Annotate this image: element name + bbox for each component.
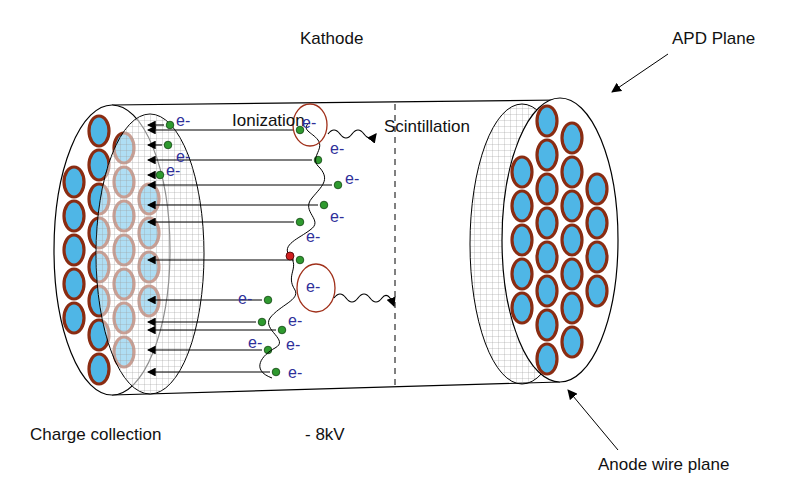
electron-label: e- <box>345 170 359 188</box>
electron-label: e- <box>306 278 320 296</box>
part-label: Scintillation <box>384 118 470 137</box>
part-label: Kathode <box>300 30 363 49</box>
electron-label: e- <box>288 364 302 382</box>
electron-label: e- <box>238 290 252 308</box>
electron-label: e- <box>330 208 344 226</box>
electron-label: e- <box>302 114 316 132</box>
part-label: Charge collection <box>30 426 161 445</box>
electron-label: e- <box>288 312 302 330</box>
part-label: APD Plane <box>672 30 755 49</box>
electron-label: e- <box>248 334 262 352</box>
part-label: Ionization <box>232 112 305 131</box>
part-label: Anode wire plane <box>598 456 729 475</box>
part-label: - 8kV <box>305 426 345 445</box>
electron-label: e- <box>330 140 344 158</box>
electron-label: e- <box>166 162 180 180</box>
electron-label: e- <box>176 112 190 130</box>
electron-label: e- <box>306 228 320 246</box>
electron-label: e- <box>286 336 300 354</box>
